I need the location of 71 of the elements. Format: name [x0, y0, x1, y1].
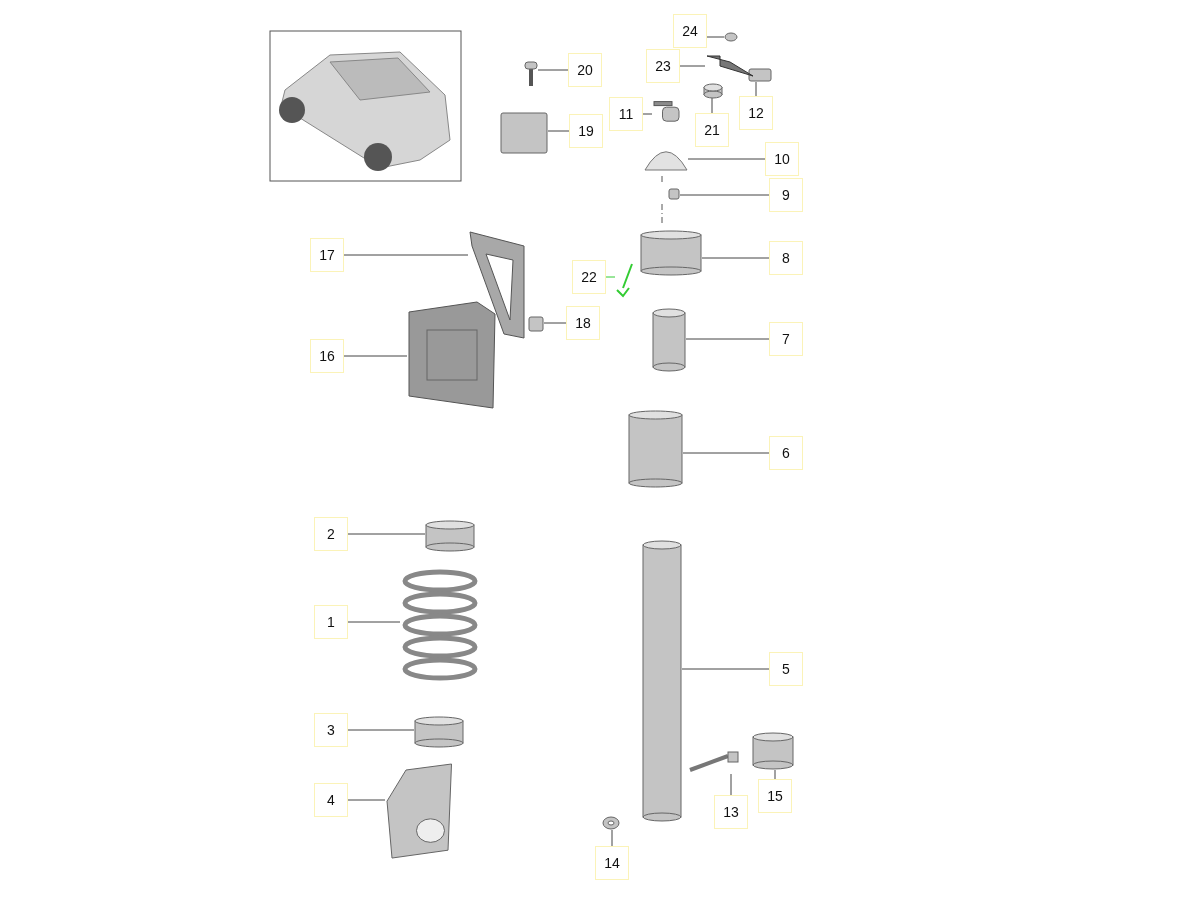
leader-line	[755, 81, 757, 97]
leader-line	[537, 69, 569, 71]
leader-line	[347, 533, 426, 535]
clip-drawing	[615, 262, 635, 298]
leader-line	[347, 799, 386, 801]
holder-drawing	[705, 52, 755, 78]
callout-number: 12	[739, 96, 773, 130]
leader-line	[605, 276, 616, 278]
spring-cap-drawing	[425, 520, 475, 552]
dust-boot-drawing	[628, 410, 683, 488]
leader-line	[681, 668, 770, 670]
clamp-drawing	[752, 732, 794, 770]
coil-spring-drawing	[400, 570, 480, 680]
leader-line	[347, 729, 415, 731]
washer-drawing	[602, 816, 620, 830]
shock-absorber-drawing	[642, 540, 682, 822]
leader-line	[679, 65, 706, 67]
callout-number: 13	[714, 795, 748, 829]
bump-stop-drawing	[652, 308, 686, 372]
callout-number: 4	[314, 783, 348, 817]
leader-line	[701, 257, 770, 259]
callout-number: 24	[673, 14, 707, 48]
bolt-drawing	[688, 752, 740, 774]
connector-drawing	[748, 68, 772, 82]
callout-number: 17	[310, 238, 344, 272]
callout-number: 5	[769, 652, 803, 686]
callout-number: 6	[769, 436, 803, 470]
bracket-drawing	[468, 230, 528, 340]
leader-line	[343, 254, 469, 256]
leader-line	[682, 452, 770, 454]
leader-line	[543, 322, 567, 324]
callout-number: 18	[566, 306, 600, 340]
callout-number: 19	[569, 114, 603, 148]
callout-number: 8	[769, 241, 803, 275]
shield-drawing	[385, 762, 455, 860]
nut-drawing	[668, 188, 680, 200]
callout-number: 1	[314, 605, 348, 639]
callout-number: 22	[572, 260, 606, 294]
leader-line	[685, 338, 770, 340]
callout-number: 21	[695, 113, 729, 147]
callout-number: 2	[314, 517, 348, 551]
leader-line	[706, 36, 725, 38]
callout-number: 23	[646, 49, 680, 83]
strut-mount-drawing	[640, 230, 702, 276]
leader-line	[730, 773, 732, 796]
leader-line	[343, 355, 408, 357]
callout-number: 10	[765, 142, 799, 176]
callout-number: 20	[568, 53, 602, 87]
leader-line	[611, 829, 613, 847]
eyelet-drawing	[724, 32, 738, 42]
callout-number: 16	[310, 339, 344, 373]
callout-number: 15	[758, 779, 792, 813]
leader-line	[687, 158, 766, 160]
bushing-drawing	[703, 84, 723, 98]
leader-line	[347, 621, 401, 623]
callout-number: 9	[769, 178, 803, 212]
callout-number: 7	[769, 322, 803, 356]
nut-drawing	[528, 316, 544, 332]
callout-number: 14	[595, 846, 629, 880]
leader-line	[642, 113, 653, 115]
control-unit-drawing	[407, 300, 497, 410]
leader-line	[711, 97, 713, 114]
leader-line	[547, 130, 570, 132]
callout-number: 11	[609, 97, 643, 131]
callout-number: 3	[314, 713, 348, 747]
leader-line	[774, 769, 776, 780]
screw-drawing	[524, 62, 538, 86]
spring-seat-drawing	[414, 716, 464, 748]
cover-cap-drawing	[644, 148, 688, 172]
leader-line	[679, 194, 770, 196]
sensor-drawing	[500, 112, 548, 154]
